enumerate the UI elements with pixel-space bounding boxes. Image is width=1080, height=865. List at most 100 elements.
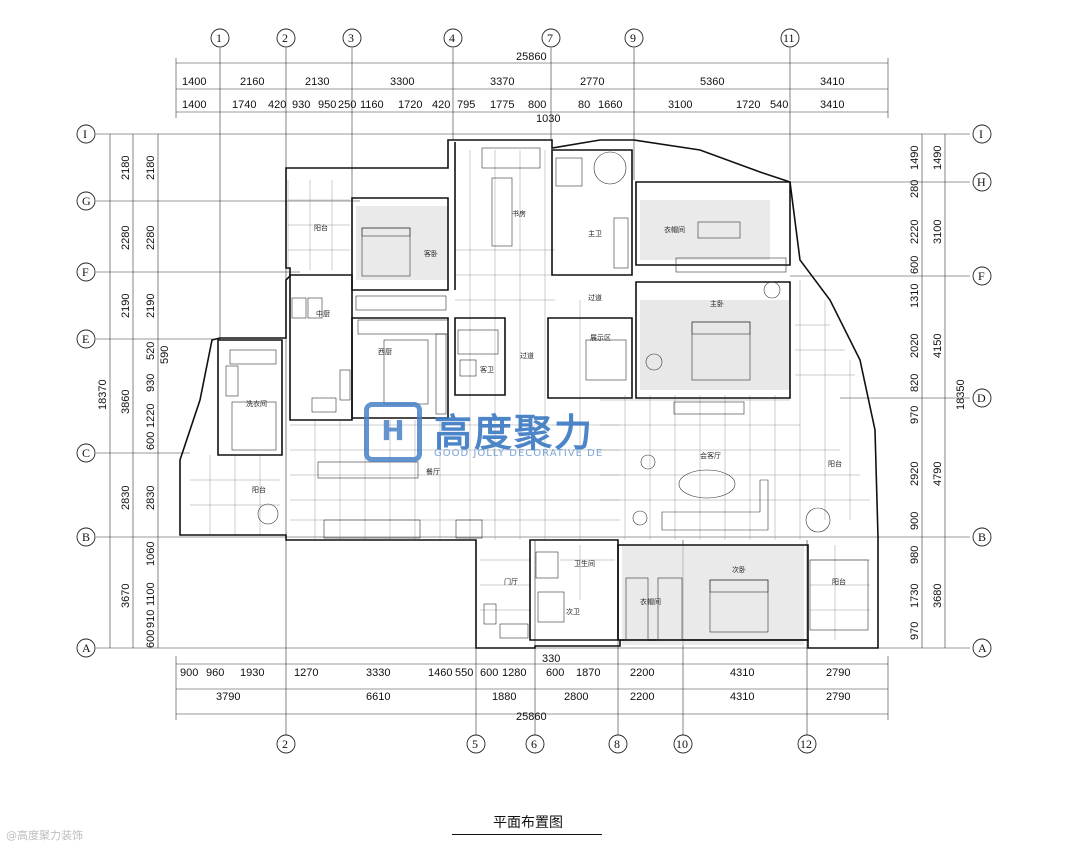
bottom-dimension-text: 330 900 960 1930 1270 3330 1460 550 600 …: [180, 653, 850, 723]
dim-bot-1-4: 1270: [294, 667, 318, 679]
dim-left-i-10: 1100: [145, 582, 157, 606]
dim-bot-1-9: 1280: [502, 667, 526, 679]
top-dimension-text: 25860 1400 2160 2130 3300 3370 2770 5360…: [182, 51, 844, 125]
dim-top-2-2: 1740: [232, 99, 256, 111]
dim-left-o-5: 2830: [120, 486, 132, 510]
svg-text:F: F: [978, 269, 985, 283]
room-master-bedroom: 主卧: [710, 299, 724, 308]
dim-top-2-7: 1160: [360, 99, 384, 111]
room-bath-master: 主卫: [588, 229, 602, 238]
dim-right-i-2: 280: [909, 180, 921, 198]
walls: [179, 139, 879, 649]
dim-top-1-7: 5360: [700, 76, 724, 88]
room-living: 会客厅: [700, 451, 721, 460]
room-bedroom-left: 客卧: [424, 249, 438, 258]
dim-top-1-6: 2770: [580, 76, 604, 88]
dim-left-i-9: 1060: [145, 542, 157, 566]
room-western-kitchen: 西厨: [378, 348, 392, 356]
dim-right-o-5: 3680: [932, 584, 944, 608]
dim-right-i-4: 600: [909, 256, 921, 274]
svg-text:F: F: [82, 265, 89, 279]
axis-left-G: G: [76, 191, 96, 211]
svg-text:3: 3: [348, 31, 354, 45]
room-balcony-nw: 阳台: [314, 223, 328, 232]
dim-top-2-17: 540: [770, 99, 788, 111]
axis-left-A: A: [76, 638, 96, 658]
watermark-logo: H 高度聚力 GOOD JOLLY DECORATIVE DE: [362, 400, 662, 466]
dim-right-i-7: 820: [909, 374, 921, 392]
dim-left-total: 18370: [97, 379, 109, 410]
dim-right-i-13: 970: [909, 622, 921, 640]
dim-top-2-6: 250: [338, 99, 356, 111]
room-entrance: 门厅: [504, 577, 518, 586]
axis-right-F: F: [972, 266, 992, 286]
logo-tagline: GOOD JOLLY DECORATIVE DE: [434, 448, 604, 459]
dim-top-2-1: 1400: [182, 99, 206, 111]
room-second-bedroom: 次卧: [732, 565, 746, 574]
svg-text:E: E: [82, 332, 89, 346]
dim-left-i-8: 2830: [145, 486, 157, 510]
room-chinese-kitchen: 中厨: [316, 309, 330, 318]
drawing-title: 平面布置图: [493, 815, 563, 831]
room-balcony-e: 阳台: [828, 459, 842, 468]
dim-bot-1-10: 600: [546, 667, 564, 679]
axis-bubbles-right: I H F D B A: [972, 124, 992, 658]
room-balcony-se: 阳台: [832, 577, 846, 586]
svg-text:11: 11: [783, 31, 795, 45]
dim-right-i-6: 2020: [909, 334, 921, 358]
top-dimension-lines: [175, 58, 889, 118]
dim-top-2-12: 800: [528, 99, 546, 111]
axis-top-4: 4: [443, 28, 463, 48]
dim-bot-1-12: 2200: [630, 667, 654, 679]
svg-text:2: 2: [282, 31, 288, 45]
dim-top-1-1: 1400: [182, 76, 206, 88]
dim-bot-2-6: 4310: [730, 691, 754, 703]
axis-bottom-5: 5: [466, 734, 486, 754]
right-dimension-text: 1490 280 2220 600 1310 2020 820 970 2920…: [909, 146, 967, 640]
dim-right-i-9: 2920: [909, 462, 921, 486]
dim-top-1-2: 2160: [240, 76, 264, 88]
axis-right-B: B: [972, 527, 992, 547]
svg-text:H: H: [977, 175, 986, 189]
axis-bubbles-left: I G F E C B A: [76, 124, 96, 658]
dim-top-2-11: 1775: [490, 99, 514, 111]
credit-watermark: @高度聚力装饰: [6, 829, 83, 842]
svg-text:A: A: [978, 641, 987, 655]
axis-left-I: I: [76, 124, 96, 144]
axis-bottom-8: 8: [608, 734, 628, 754]
dim-left-i-4: 520: [145, 342, 157, 360]
axis-bottom-2: 2: [276, 734, 296, 754]
dim-bot-2-4: 2800: [564, 691, 588, 703]
dim-bot-1-5: 3330: [366, 667, 390, 679]
room-corridor-top: 过道: [588, 293, 602, 302]
axis-left-F: F: [76, 262, 96, 282]
dim-left-o-4: 3860: [120, 390, 132, 414]
dim-left-o-6: 3670: [120, 584, 132, 608]
dim-left-i-7: 600: [145, 432, 157, 450]
svg-text:B: B: [978, 530, 986, 544]
dim-right-i-12: 1730: [909, 584, 921, 608]
room-labels: 阳台 客卧 书房 主卫 衣帽间 主卧 过道 中厨 西厨 客卫 过道 展示区 洗衣…: [246, 209, 846, 616]
dim-left-o-2: 2280: [120, 226, 132, 250]
dim-bot-2-2: 6610: [366, 691, 390, 703]
axis-top-2: 2: [276, 28, 296, 48]
svg-text:C: C: [82, 446, 90, 460]
axis-top-9: 9: [624, 28, 644, 48]
axis-right-A: A: [972, 638, 992, 658]
dim-top-1-5: 3370: [490, 76, 514, 88]
dim-bot-2-5: 2200: [630, 691, 654, 703]
dim-top-2-14: 1660: [598, 99, 622, 111]
svg-text:1: 1: [216, 31, 222, 45]
dim-left-extra: 590: [159, 346, 171, 364]
dim-left-o-1: 2180: [120, 156, 132, 180]
dim-bot-1-13: 4310: [730, 667, 754, 679]
room-dining: 餐厅: [426, 467, 440, 476]
dim-note-1030: 1030: [536, 113, 560, 125]
axis-bottom-6: 6: [525, 734, 545, 754]
svg-text:G: G: [82, 194, 91, 208]
dim-bot-1-14: 2790: [826, 667, 850, 679]
dim-left-i-6: 1220: [145, 404, 157, 428]
svg-text:5: 5: [472, 737, 478, 751]
axis-top-11: 11: [780, 28, 800, 48]
